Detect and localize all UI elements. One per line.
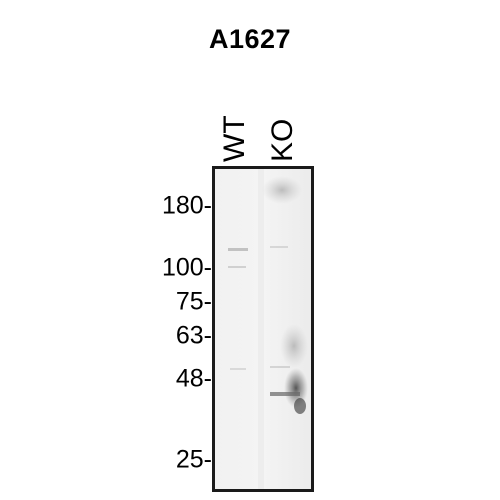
wt-band-faint [228, 266, 246, 268]
ko-dark-smear [284, 368, 308, 408]
lane-label-wt: WT [218, 115, 251, 162]
ko-band-dark [270, 392, 300, 396]
blot-title: A1627 [208, 24, 292, 54]
marker-25: 25- [175, 445, 212, 474]
marker-75: 75- [175, 287, 212, 316]
ko-top-smear [262, 176, 302, 204]
ko-dark-spot [294, 398, 306, 414]
western-blot-membrane [212, 166, 314, 492]
marker-180: 180- [161, 191, 212, 220]
wt-band-100 [228, 248, 248, 251]
marker-63: 63- [175, 321, 212, 350]
wt-band-48 [230, 368, 246, 370]
ko-mid-smear [280, 324, 308, 368]
marker-100: 100- [161, 253, 212, 282]
ko-band-48 [270, 366, 290, 368]
marker-48: 48- [175, 364, 212, 393]
ko-band-100 [270, 246, 288, 248]
lane-label-ko: KO [266, 118, 299, 162]
